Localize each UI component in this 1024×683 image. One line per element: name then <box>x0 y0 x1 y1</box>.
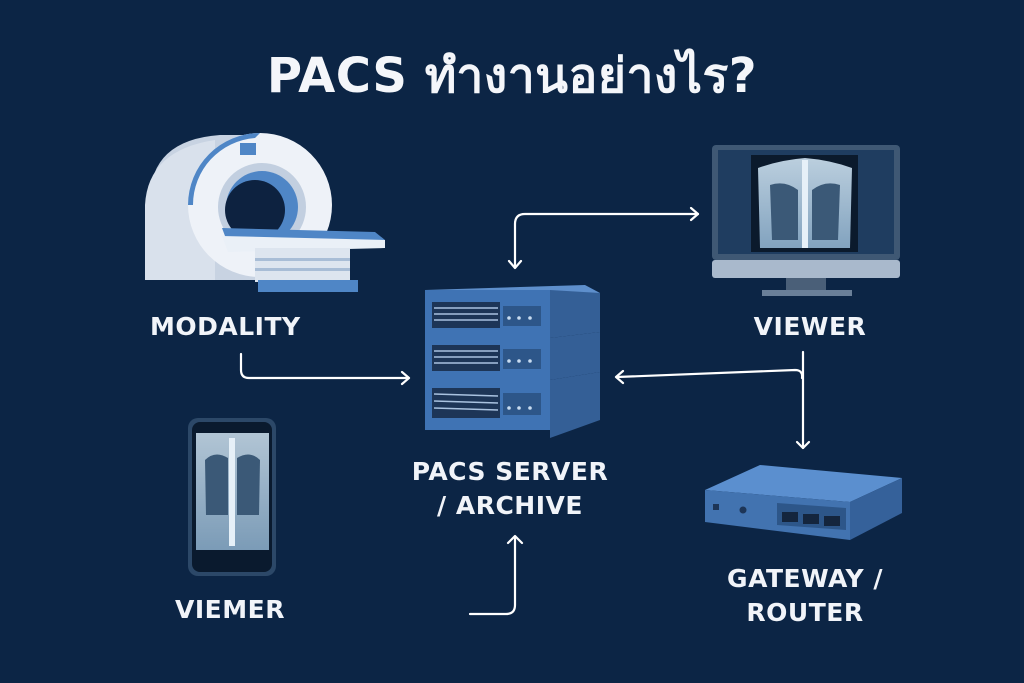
gateway-label-line1: GATEWAY / <box>727 564 883 593</box>
viewer-label: VIEWER <box>753 312 867 341</box>
mobile-viewer-label: VIEMER <box>175 595 285 624</box>
arrow-modality-to-server <box>239 352 410 380</box>
modality-label: MODALITY <box>150 312 301 341</box>
server-stack-icon <box>425 285 600 438</box>
arrowhead-to-server-right <box>614 369 625 385</box>
router-icon <box>705 465 902 540</box>
smartphone-xray-icon <box>188 418 276 576</box>
arrowhead-to-gateway <box>795 440 811 450</box>
arrow-viewer-to-server-h <box>615 368 804 380</box>
server-label-line2: / ARCHIVE <box>437 491 583 520</box>
monitor-xray-icon <box>712 145 900 296</box>
arrowhead-to-server-top <box>507 259 523 270</box>
arrowhead-modality-to-server <box>400 370 411 386</box>
arrowhead-to-viewer <box>689 206 700 222</box>
ct-scanner-icon <box>145 133 385 292</box>
gateway-label-line2: ROUTER <box>746 598 864 627</box>
arrow-server-viewer <box>513 212 700 269</box>
server-label-line1: PACS SERVER <box>411 457 609 486</box>
page-title: PACS ทำงานอย่างไร? <box>266 48 758 104</box>
